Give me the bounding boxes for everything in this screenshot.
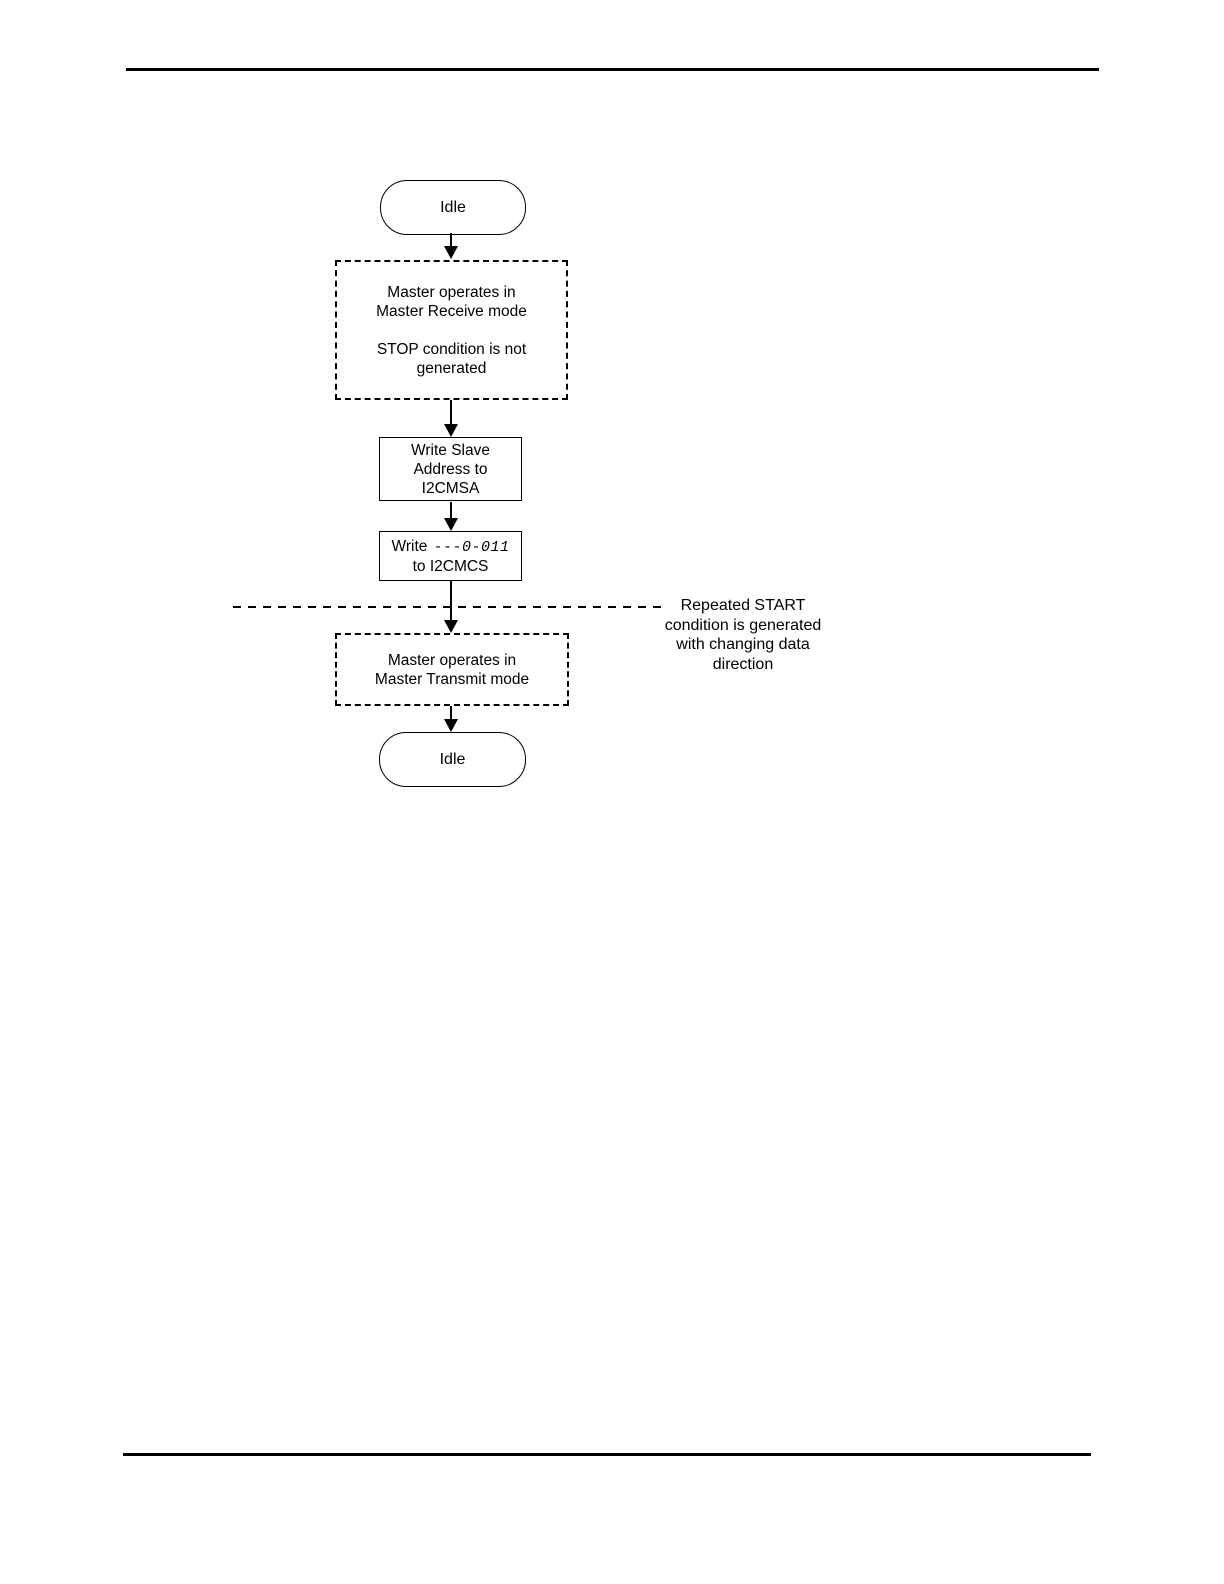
write-i2cmcs-line1: Write ---0-011 [392,537,510,557]
arrow-down-icon-3 [444,518,458,531]
transmit-state-box: Master operates in Master Transmit mode [335,633,569,706]
write-slave-address-box: Write Slave Address to I2CMSA [379,437,522,501]
start-terminal: Idle [380,180,526,235]
arrow-down-icon-4 [444,620,458,633]
i2cmcs-code-value: ---0-011 [433,538,510,556]
arrow-down-icon-1 [444,246,458,259]
receive-state-text: Master operates in Master Receive mode S… [376,283,527,377]
flow-connector-line-4 [450,581,452,621]
start-terminal-label: Idle [440,198,466,216]
flow-connector-line-5 [450,706,452,720]
top-rule [126,68,1099,71]
end-terminal: Idle [379,732,526,787]
write-i2cmcs-prefix: Write [391,537,428,555]
repeated-start-annotation: Repeated START condition is generated wi… [664,597,822,673]
end-terminal-label: Idle [439,750,466,768]
flow-connector-line-1 [450,233,452,247]
transmit-state-text: Master operates in Master Transmit mode [374,651,530,688]
write-i2cmcs-suffix: to I2CMCS [412,557,489,575]
arrow-down-icon-5 [444,719,458,732]
flow-connector-line-2 [450,400,452,425]
write-slave-address-text: Write Slave Address to I2CMSA [411,441,490,497]
bottom-rule [123,1453,1091,1456]
receive-state-box: Master operates in Master Receive mode S… [335,260,568,400]
write-i2cmcs-box: Write ---0-011 to I2CMCS [379,531,522,581]
flow-connector-line-3 [450,502,452,519]
arrow-down-icon-2 [444,424,458,437]
